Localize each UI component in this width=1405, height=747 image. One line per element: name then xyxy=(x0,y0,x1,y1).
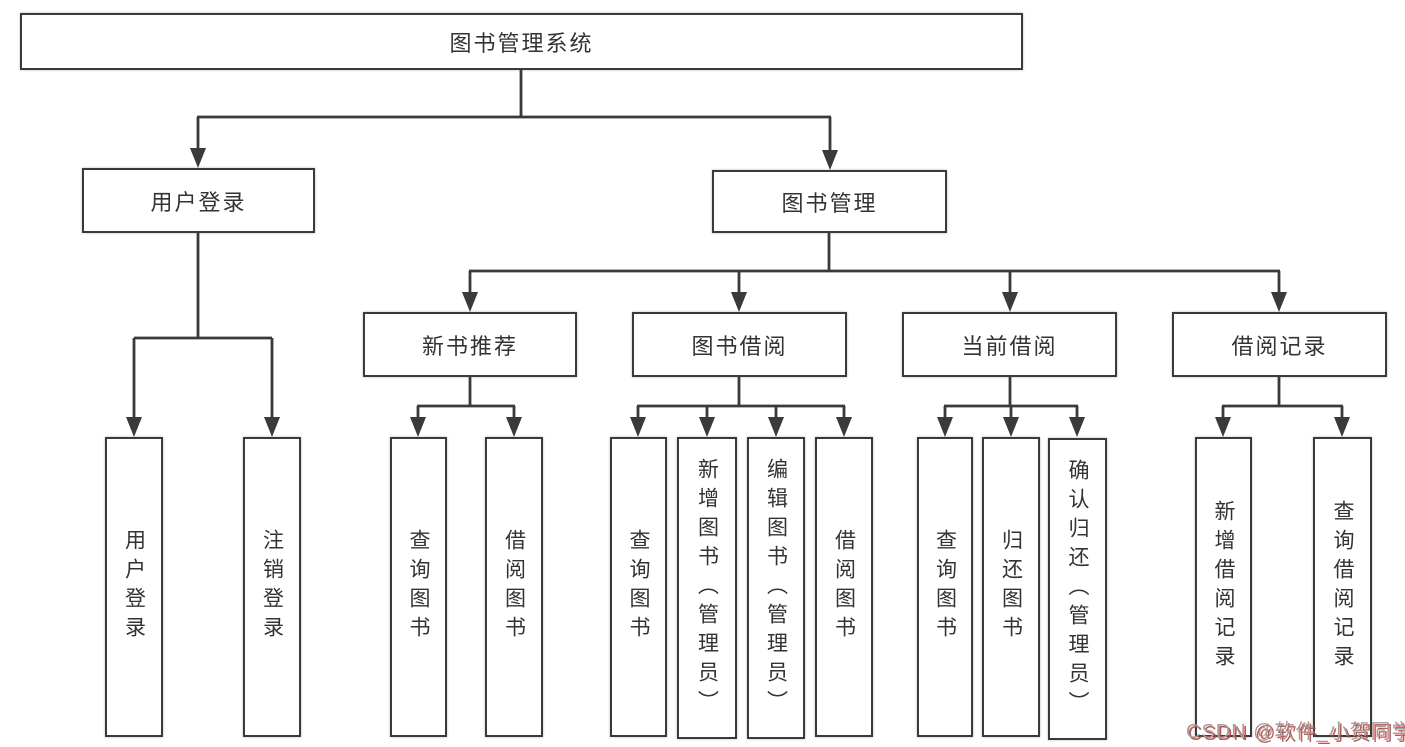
node-leaf-borrow-book-label: 借阅图书 xyxy=(832,529,856,645)
node-leaf-recommend-borrow-book-label: 借阅图书 xyxy=(502,529,526,645)
node-leaf-add-borrow-record: 新增借阅记录 xyxy=(1195,437,1252,737)
node-leaf-recommend-query-book: 查询图书 xyxy=(390,437,447,737)
node-leaf-confirm-return-admin: 确认归还（管理员） xyxy=(1048,438,1107,740)
node-leaf-return-book: 归还图书 xyxy=(982,437,1040,737)
node-leaf-logout: 注销登录 xyxy=(243,437,301,737)
node-leaf-current-query-book: 查询图书 xyxy=(917,437,973,737)
node-leaf-edit-book-admin: 编辑图书（管理员） xyxy=(747,437,805,739)
node-new-book-recommend: 新书推荐 xyxy=(363,312,577,377)
node-new-book-recommend-label: 新书推荐 xyxy=(421,333,518,359)
node-book-borrow: 图书借阅 xyxy=(632,312,847,377)
node-leaf-borrow-book: 借阅图书 xyxy=(815,437,873,737)
node-book-management-group-label: 图书管理 xyxy=(781,190,878,216)
node-leaf-add-borrow-record-label: 新增借阅记录 xyxy=(1212,500,1235,674)
node-book-borrow-label: 图书借阅 xyxy=(691,333,788,359)
node-current-borrow-label: 当前借阅 xyxy=(961,333,1058,359)
node-leaf-logout-label: 注销登录 xyxy=(260,529,284,645)
node-root-system-label: 图书管理系统 xyxy=(449,30,594,56)
node-leaf-recommend-query-book-label: 查询图书 xyxy=(407,529,430,645)
node-leaf-edit-book-admin-label: 编辑图书（管理员） xyxy=(764,457,788,719)
node-root-system: 图书管理系统 xyxy=(20,13,1023,70)
node-book-management-group: 图书管理 xyxy=(712,170,947,233)
node-borrow-records-label: 借阅记录 xyxy=(1231,333,1328,359)
csdn-watermark: CSDN @软件_小贺同学 xyxy=(1186,721,1405,743)
node-leaf-query-borrow-record-label: 查询借阅记录 xyxy=(1331,500,1354,674)
node-leaf-add-book-admin: 新增图书（管理员） xyxy=(677,437,737,739)
node-leaf-borrow-query-book: 查询图书 xyxy=(610,437,667,737)
node-leaf-user-login: 用户登录 xyxy=(105,437,163,737)
node-borrow-records: 借阅记录 xyxy=(1172,312,1387,377)
node-leaf-query-borrow-record: 查询借阅记录 xyxy=(1313,437,1372,737)
node-user-login-group-label: 用户登录 xyxy=(150,189,247,215)
node-leaf-return-book-label: 归还图书 xyxy=(999,529,1023,645)
node-current-borrow: 当前借阅 xyxy=(902,312,1117,377)
node-leaf-borrow-query-book-label: 查询图书 xyxy=(627,529,650,645)
node-leaf-current-query-book-label: 查询图书 xyxy=(933,529,957,645)
node-leaf-add-book-admin-label: 新增图书（管理员） xyxy=(695,457,719,719)
node-leaf-recommend-borrow-book: 借阅图书 xyxy=(485,437,543,737)
node-leaf-user-login-label: 用户登录 xyxy=(122,529,146,645)
node-leaf-confirm-return-admin-label: 确认归还（管理员） xyxy=(1066,458,1089,720)
node-user-login-group: 用户登录 xyxy=(82,168,315,233)
